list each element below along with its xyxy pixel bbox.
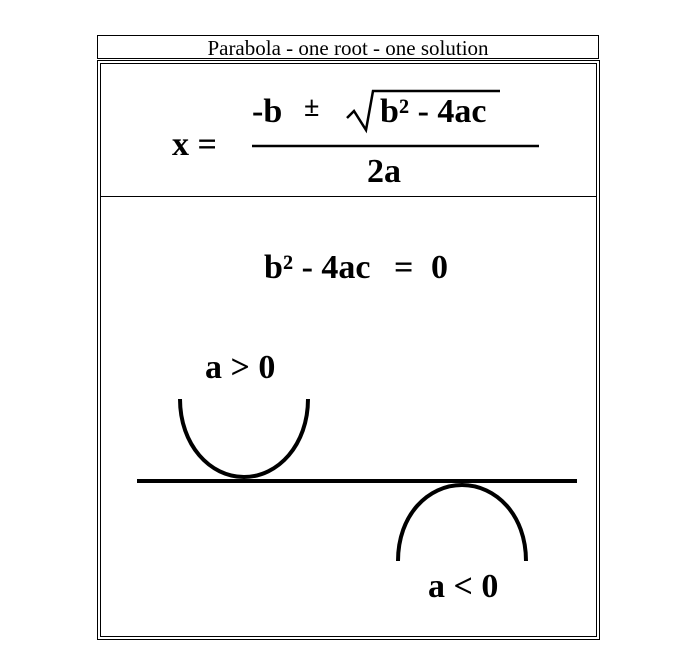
outer-frame <box>97 60 600 640</box>
discriminant-expression: b² - 4ac <box>264 249 371 286</box>
discriminant-value: 0 <box>431 249 448 286</box>
formula-denominator: 2a <box>367 153 401 190</box>
upward-case-label: a > 0 <box>205 349 276 386</box>
section-divider <box>100 196 597 197</box>
diagram-title: Parabola - one root - one solution <box>97 35 599 60</box>
formula-lhs: x = <box>172 126 217 163</box>
discriminant-equals: = <box>394 249 414 286</box>
radical-sign <box>346 89 500 134</box>
downward-parabola <box>396 482 528 562</box>
inner-frame <box>100 63 597 637</box>
formula-neg-b: -b <box>252 93 283 130</box>
upward-parabola <box>178 398 310 480</box>
formula-plus-minus: ± <box>304 92 320 123</box>
downward-case-label: a < 0 <box>428 568 499 605</box>
formula-radicand: b² - 4ac <box>380 93 487 130</box>
